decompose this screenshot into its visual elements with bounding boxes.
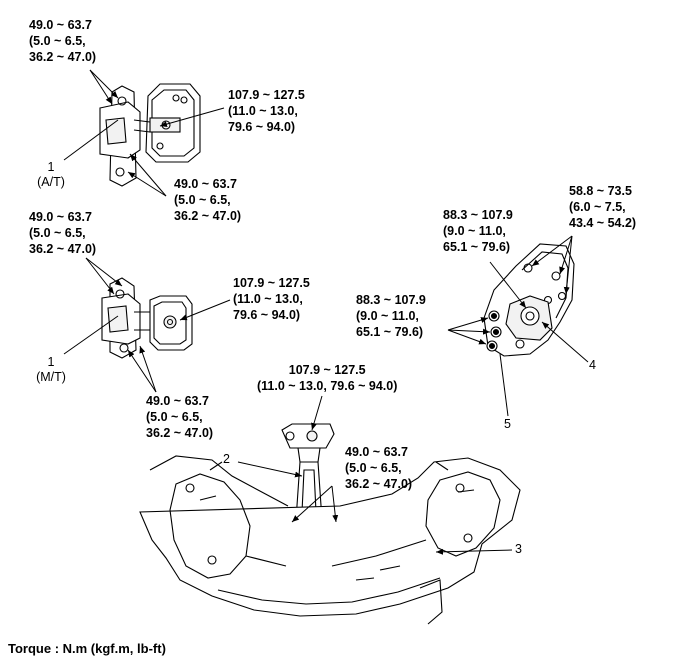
torque-mt-mount-bottom: 49.0 ~ 63.7 (5.0 ~ 6.5, 36.2 ~ 47.0) [146,394,214,440]
torque-mt-mount-top: 49.0 ~ 63.7 (5.0 ~ 6.5, 36.2 ~ 47.0) [29,210,97,256]
callout-4-engine-mount: 4 [589,358,596,372]
torque-at-mount-right: 107.9 ~ 127.5 (11.0 ~ 13.0, 79.6 ~ 94.0) [228,88,305,134]
mt-transaxle-mount-drawing [101,277,193,359]
torque-mt-mount-right: 107.9 ~ 127.5 (11.0 ~ 13.0, 79.6 ~ 94.0) [233,276,310,322]
torque-engine-mount-top: 88.3 ~ 107.9 (9.0 ~ 11.0, 65.1 ~ 79.6) [443,208,513,254]
torque-unit-note: Torque : N.m (kgf.m, lb-ft) [8,641,166,656]
callout-2-roll-rod: 2 [223,452,230,466]
callout-1-mt: 1 (M/T) [36,355,66,384]
torque-roll-rod-top: 107.9 ~ 127.5 (11.0 ~ 13.0, 79.6 ~ 94.0) [257,363,398,393]
callout-1-at: 1 (A/T) [37,160,65,189]
torque-roll-rod-right: 49.0 ~ 63.7 (5.0 ~ 6.5, 36.2 ~ 47.0) [345,445,413,491]
sub-frame-drawing [139,455,521,625]
torque-at-mount-bottom: 49.0 ~ 63.7 (5.0 ~ 6.5, 36.2 ~ 47.0) [174,177,242,223]
at-transaxle-mount-drawing [99,83,201,187]
callout-5-engine-bracket: 5 [504,417,511,431]
torque-engine-mount-right: 58.8 ~ 73.5 (6.0 ~ 7.5, 43.4 ~ 54.2) [569,184,637,230]
torque-at-mount-top: 49.0 ~ 63.7 (5.0 ~ 6.5, 36.2 ~ 47.0) [29,18,97,64]
torque-engine-mount-left: 88.3 ~ 107.9 (9.0 ~ 11.0, 65.1 ~ 79.6) [356,293,426,339]
callout-3-subframe: 3 [515,542,522,556]
engine-mount-drawing [483,243,575,357]
leader-lines [63,69,589,555]
